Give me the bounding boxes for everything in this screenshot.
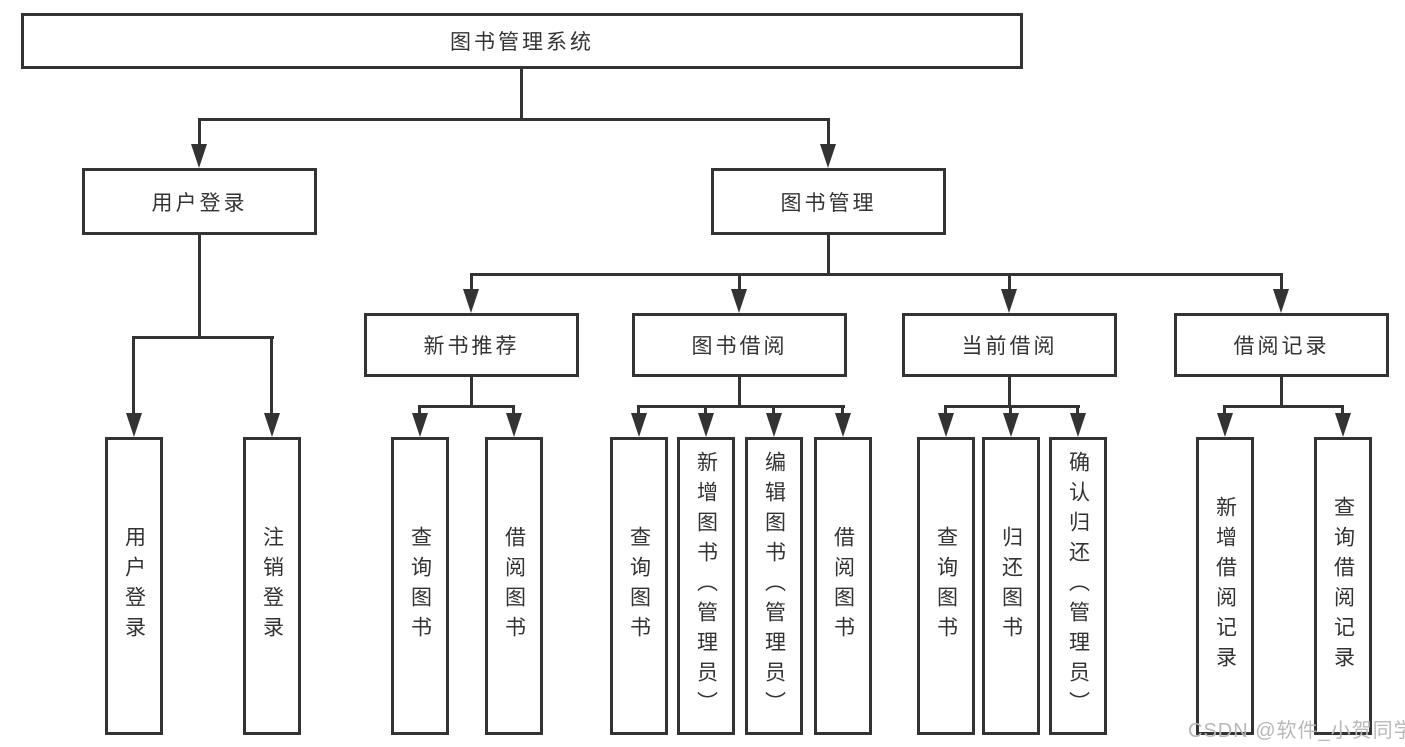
node-book-borrow: 图书借阅 (632, 313, 847, 377)
connector-book-management-drop (827, 235, 830, 276)
connector-to-book-borrow (738, 273, 741, 293)
node-borrow-records-label: 借阅记录 (1233, 335, 1330, 358)
leaf-query-book-current-label: 查询图书 (934, 526, 958, 646)
arrowhead-book-management (820, 144, 836, 168)
arrowhead-leaf-edit-book (766, 413, 782, 437)
connector-to-leaf-borrow-2 (841, 405, 844, 417)
connector-to-leaf-return-book (1009, 405, 1012, 417)
connector-to-leaf-edit-book (772, 405, 775, 417)
leaf-logout: 注销登录 (243, 437, 301, 735)
arrowhead-leaf-logout (264, 413, 280, 437)
arrowhead-current-borrow (1001, 289, 1017, 313)
arrowhead-user-login (191, 144, 207, 168)
leaf-confirm-return-admin: 确认归还（管理员） (1049, 437, 1107, 735)
connector-to-leaf-query-3 (944, 405, 947, 417)
arrowhead-leaf-query-2 (631, 413, 647, 437)
connector-to-leaf-confirm-return (1076, 405, 1079, 417)
node-user-login: 用户登录 (82, 168, 317, 235)
node-current-borrow-label: 当前借阅 (961, 335, 1058, 358)
node-user-login-label: 用户登录 (151, 191, 248, 215)
leaf-query-book-borrow: 查询图书 (610, 437, 668, 735)
node-current-borrow: 当前借阅 (902, 313, 1117, 377)
connector-borrow-records-bar (1224, 405, 1344, 408)
arrowhead-leaf-query-3 (938, 413, 954, 437)
node-new-book-recommend-label: 新书推荐 (423, 335, 520, 358)
connector-to-leaf-query-record (1341, 405, 1344, 417)
node-borrow-records: 借阅记录 (1174, 313, 1389, 377)
arrowhead-leaf-borrow-2 (835, 413, 851, 437)
node-new-book-recommend: 新书推荐 (364, 313, 579, 377)
connector-to-leaf-borrow-1 (512, 405, 515, 417)
connector-new-book-bar (419, 405, 515, 408)
leaf-query-book-current: 查询图书 (917, 437, 975, 735)
leaf-add-book-admin-label: 新增图书（管理员） (694, 451, 718, 721)
leaf-edit-book-admin-label: 编辑图书（管理员） (762, 451, 786, 721)
node-book-management: 图书管理 (711, 168, 946, 235)
arrowhead-book-borrow (731, 289, 747, 313)
connector-to-book-management (827, 118, 830, 150)
leaf-query-book-borrow-label: 查询图书 (627, 526, 651, 646)
connector-book-borrow-drop (738, 377, 741, 408)
leaf-borrow-book-recommend-label: 借阅图书 (502, 526, 526, 646)
connector-level3-bar (470, 273, 1283, 276)
leaf-confirm-return-admin-label: 确认归还（管理员） (1066, 451, 1090, 721)
connector-to-leaf-add-record (1223, 405, 1226, 417)
connector-to-leaf-query-2 (637, 405, 640, 417)
connector-user-login-bar (133, 336, 274, 339)
connector-current-borrow-bar (945, 405, 1080, 408)
arrowhead-leaf-add-record (1217, 413, 1233, 437)
connector-to-current-borrow (1008, 273, 1011, 293)
arrowhead-leaf-return-book (1003, 413, 1019, 437)
connector-to-leaf-query-1 (418, 405, 421, 417)
leaf-return-book: 归还图书 (982, 437, 1040, 735)
connector-level2-bar (198, 118, 830, 121)
leaf-edit-book-admin: 编辑图书（管理员） (745, 437, 803, 735)
node-library-system: 图书管理系统 (21, 13, 1023, 69)
arrowhead-new-book (463, 289, 479, 313)
arrowhead-leaf-add-book (698, 413, 714, 437)
node-book-management-label: 图书管理 (780, 191, 877, 215)
connector-to-leaf-logout (270, 336, 273, 417)
arrowhead-leaf-query-record (1335, 413, 1351, 437)
connector-to-new-book (470, 273, 473, 293)
arrowhead-leaf-borrow-1 (506, 413, 522, 437)
arrowhead-leaf-confirm-return (1070, 413, 1086, 437)
leaf-return-book-label: 归还图书 (999, 526, 1023, 646)
connector-current-borrow-drop (1008, 377, 1011, 408)
leaf-query-book-recommend-label: 查询图书 (408, 526, 432, 646)
connector-to-leaf-login (132, 336, 135, 417)
connector-to-user-login (198, 118, 201, 150)
leaf-query-book-recommend: 查询图书 (391, 437, 449, 735)
leaf-user-login: 用户登录 (105, 437, 163, 735)
csdn-watermark: CSDN @软件_小贺同学 (1188, 720, 1405, 742)
node-library-system-label: 图书管理系统 (450, 31, 594, 54)
connector-user-login-drop (198, 235, 201, 339)
connector-to-leaf-add-book (704, 405, 707, 417)
connector-borrow-records-drop (1280, 377, 1283, 408)
leaf-borrow-book: 借阅图书 (814, 437, 872, 735)
arrowhead-borrow-records (1273, 289, 1289, 313)
node-book-borrow-label: 图书借阅 (691, 335, 788, 358)
leaf-logout-label: 注销登录 (260, 526, 284, 646)
arrowhead-leaf-login (126, 413, 142, 437)
arrowhead-leaf-query-1 (412, 413, 428, 437)
leaf-user-login-label: 用户登录 (122, 526, 146, 646)
leaf-query-borrow-record-label: 查询借阅记录 (1331, 496, 1355, 676)
leaf-borrow-book-label: 借阅图书 (831, 526, 855, 646)
connector-book-borrow-bar (638, 405, 845, 408)
leaf-add-book-admin: 新增图书（管理员） (677, 437, 735, 735)
connector-to-borrow-records (1280, 273, 1283, 293)
connector-root-drop (520, 69, 523, 121)
leaf-borrow-book-recommend: 借阅图书 (485, 437, 543, 735)
leaf-add-borrow-record-label: 新增借阅记录 (1213, 496, 1237, 676)
leaf-query-borrow-record: 查询借阅记录 (1314, 437, 1372, 735)
leaf-add-borrow-record: 新增借阅记录 (1196, 437, 1254, 735)
connector-new-book-drop (470, 377, 473, 408)
